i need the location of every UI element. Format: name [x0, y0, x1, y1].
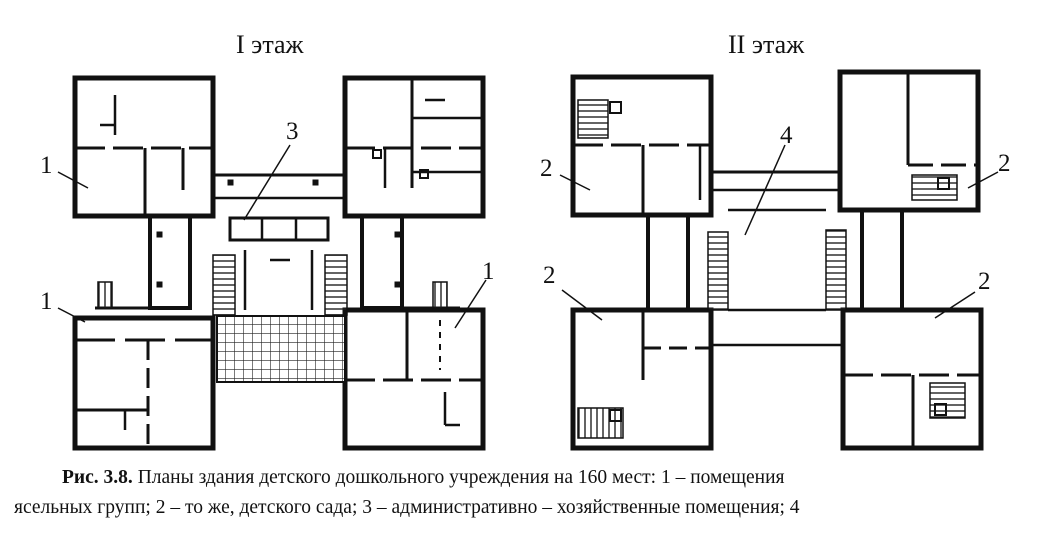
caption-fig-ref: Рис. 3.8. [62, 467, 133, 488]
label-1-right: 1 [482, 258, 495, 285]
floor-2-title: II этаж [728, 30, 805, 59]
block-top-left [72, 75, 216, 219]
block2-top-left [570, 74, 714, 218]
floor-plans-drawing [57, 69, 999, 451]
label-4-center: 4 [780, 122, 793, 149]
wing2-left [646, 213, 690, 312]
floor-1-plan [57, 75, 487, 451]
block-bottom-left [72, 315, 216, 451]
label-3-center: 3 [286, 118, 299, 145]
floor-1-title: I этаж [236, 30, 304, 59]
block2-top-right [837, 69, 981, 213]
label-2-bottom-right: 2 [978, 268, 991, 295]
label-1-bottom-left: 1 [40, 288, 53, 315]
label-2-top-right: 2 [998, 150, 1011, 177]
label-2-bottom-left: 2 [543, 262, 556, 289]
wing-left [95, 214, 192, 310]
wing2-right [860, 208, 904, 312]
caption-line-1: Рис. 3.8. Планы здания детского дошкольн… [62, 463, 785, 493]
wing-right [360, 214, 460, 310]
floor-plans-figure: I этаж II этаж 1 1 3 1 2 4 2 2 2 [40, 30, 1011, 451]
label-1-top-left: 1 [40, 152, 53, 179]
caption-line-2: ясельных групп; 2 – то же, детского сада… [14, 497, 800, 518]
leader-lines-floor-1 [57, 144, 487, 329]
block2-bottom-left [570, 307, 714, 451]
center2-corridor [707, 170, 847, 347]
leader-lines-floor-2 [559, 144, 999, 321]
center-admin [212, 173, 348, 383]
block2-bottom-right [840, 307, 984, 451]
caption-text-1: Планы здания детского дошкольного учрежд… [137, 467, 785, 488]
block-top-right [342, 75, 486, 219]
label-2-top-left: 2 [540, 155, 553, 182]
floor-2-plan [559, 69, 999, 451]
block-bottom-right [342, 307, 486, 451]
